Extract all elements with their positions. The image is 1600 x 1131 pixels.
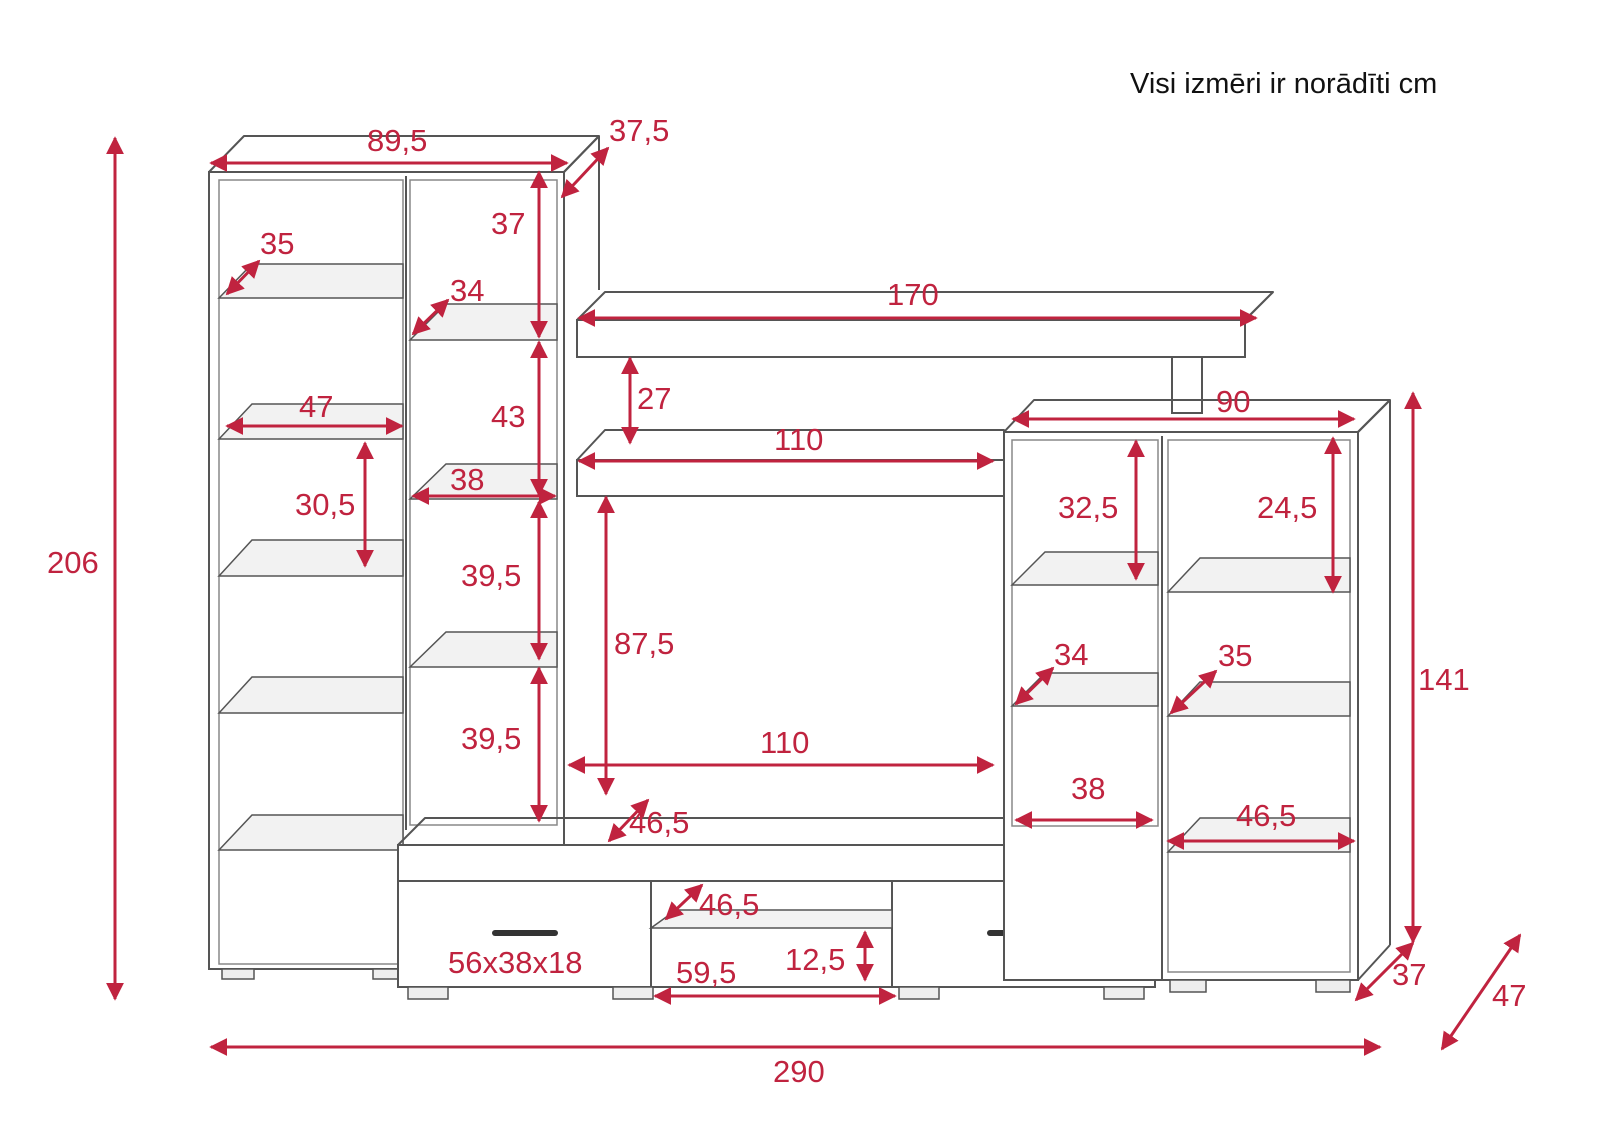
label-mid-gap-1: 43 <box>491 399 525 434</box>
drawer-handle-left <box>492 930 558 936</box>
units-note: Visi izmēri ir norādīti cm <box>1130 68 1437 100</box>
label-total-width: 290 <box>773 1054 825 1089</box>
label-drawer-size: 56x38x18 <box>448 945 582 980</box>
label-overall-depth: 47 <box>1492 978 1526 1013</box>
label-right-shelf-width-2: 46,5 <box>1236 798 1296 833</box>
label-top-gap: 27 <box>637 381 671 416</box>
label-left-tower-width: 89,5 <box>367 123 427 158</box>
label-total-height: 206 <box>47 545 99 580</box>
label-right-shelf-depth-1: 34 <box>1054 637 1088 672</box>
label-niche-width: 59,5 <box>676 955 736 990</box>
label-mid-gap-2: 39,5 <box>461 558 521 593</box>
label-niche-depth: 46,5 <box>699 887 759 922</box>
label-left-shelf-gap: 30,5 <box>295 487 355 522</box>
label-right-height: 141 <box>1418 662 1470 697</box>
label-tv-opening-width: 110 <box>760 725 809 760</box>
label-right-width: 90 <box>1216 384 1250 419</box>
label-niche-height: 12,5 <box>785 942 845 977</box>
label-mid-gap-3: 39,5 <box>461 721 521 756</box>
label-right-gap-1: 32,5 <box>1058 490 1118 525</box>
label-right-shelf-depth-2: 35 <box>1218 638 1252 673</box>
label-mid-shelf-depth: 34 <box>450 273 484 308</box>
furniture-drawing <box>208 135 1391 1000</box>
label-mid-shelf-width: 38 <box>450 462 484 497</box>
label-right-gap-2: 24,5 <box>1257 490 1317 525</box>
label-mid-tower-top: 37 <box>491 206 525 241</box>
label-right-depth: 37 <box>1392 957 1426 992</box>
dimension-labels: 89,5 37,5 35 47 30,5 37 34 43 38 39,5 39… <box>47 113 1526 1089</box>
label-middle-shelf: 110 <box>774 422 823 457</box>
label-right-shelf-width-1: 38 <box>1071 771 1105 806</box>
label-tv-opening-height: 87,5 <box>614 626 674 661</box>
label-left-shelf-width: 47 <box>299 389 333 424</box>
dimension-arrows <box>106 136 1522 1056</box>
label-base-depth: 46,5 <box>629 805 689 840</box>
label-left-tower-depth: 37,5 <box>609 113 669 148</box>
label-left-shelf-depth: 35 <box>260 226 294 261</box>
label-top-board: 170 <box>887 277 939 312</box>
